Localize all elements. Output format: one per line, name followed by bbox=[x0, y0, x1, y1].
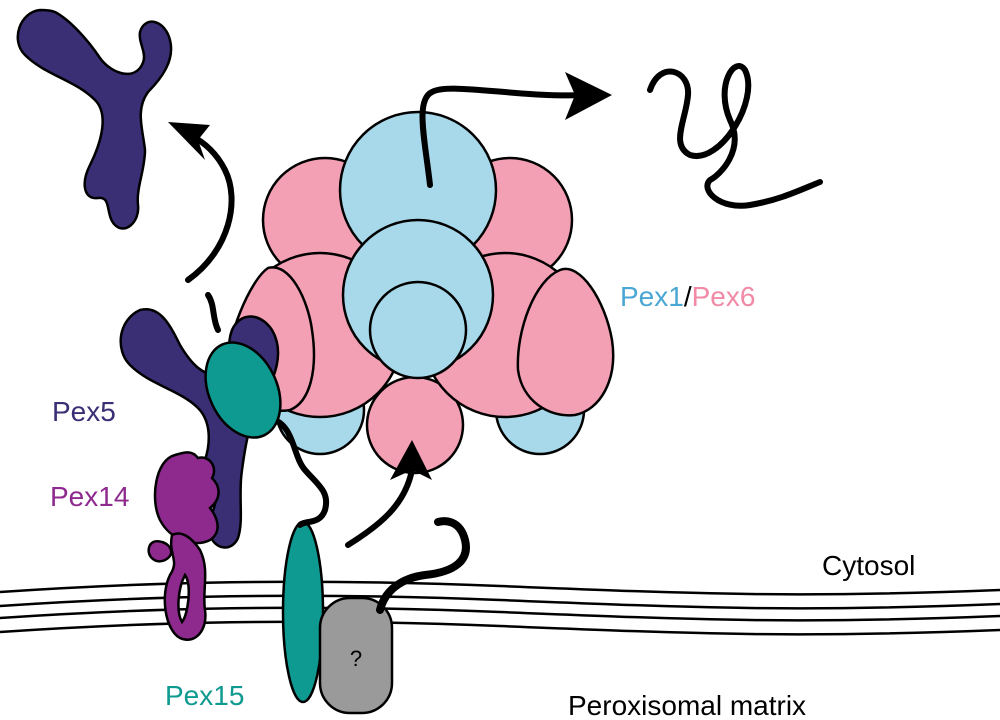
substrate-release-arrow bbox=[419, 72, 612, 188]
pex5-label: Pex5 bbox=[52, 396, 116, 427]
pex5-released bbox=[16, 8, 173, 230]
unfolded-substrate bbox=[647, 63, 823, 209]
pex1-pex6-complex bbox=[226, 110, 615, 475]
pex1-label: Pex1 bbox=[620, 281, 684, 312]
pex15-linker bbox=[267, 415, 330, 528]
pex5-tail bbox=[205, 292, 221, 333]
pex6-label: Pex6 bbox=[691, 281, 756, 312]
cytosol-label: Cytosol bbox=[822, 550, 916, 581]
substrate-entry-arrow bbox=[345, 440, 432, 548]
pex15-label: Pex15 bbox=[165, 680, 245, 711]
pex15-cyto-domain bbox=[204, 341, 282, 439]
unknown-protein-tail bbox=[376, 517, 470, 614]
pex1-subunit-pore bbox=[368, 280, 468, 380]
pex14-label: Pex14 bbox=[50, 481, 130, 512]
pex1-pex6-label: Pex1/Pex6 bbox=[620, 283, 755, 311]
pex15 bbox=[204, 341, 330, 704]
unknown-membrane-protein: ? bbox=[318, 517, 470, 715]
membrane bbox=[0, 580, 1000, 636]
pex5-release-arrow bbox=[168, 122, 235, 283]
peroxisomal-matrix-label: Peroxisomal matrix bbox=[568, 690, 807, 720]
pex15-tm-domain bbox=[281, 520, 325, 704]
pex14 bbox=[147, 451, 220, 641]
unknown-protein-label: ? bbox=[350, 646, 362, 671]
pex6-side-domain-right bbox=[516, 267, 615, 417]
label-slash: / bbox=[683, 281, 692, 312]
